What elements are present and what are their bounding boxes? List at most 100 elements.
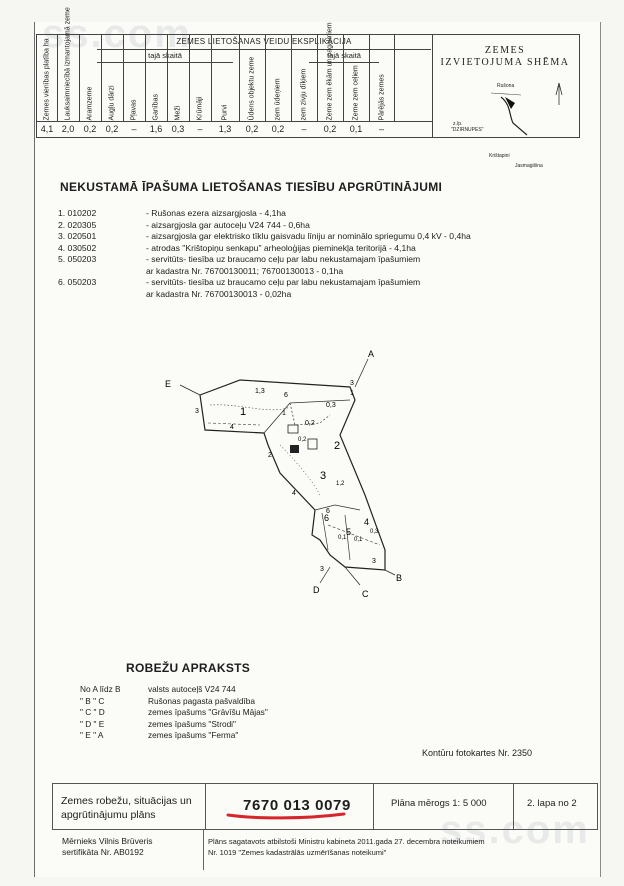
area-label: 6 (284, 392, 288, 399)
area-label: 0,3 (370, 529, 379, 535)
plan-description-line: Zemes robežu, situācijas un (61, 795, 192, 807)
divider (203, 830, 204, 870)
building-icon (290, 445, 299, 453)
explication-value: 0,2 (271, 124, 285, 134)
regulation-note: Plāns sagatavots atbilstoši Ministru kab… (208, 836, 538, 858)
restriction-item: 5. 050203- servitūts- tiesība uz braucam… (58, 254, 471, 266)
page-number: 2. lapa no 2 (527, 798, 577, 809)
building-icon (287, 424, 299, 434)
explication-value: – (197, 124, 203, 134)
area-label: 1,2 (336, 481, 345, 487)
explication-column: zem ūdeņiem (265, 35, 292, 121)
restriction-code: 1. 010202 (58, 208, 97, 218)
explication-column: Ūdens objektu zeme (239, 35, 266, 121)
explication-column-label: Pārējās zemes (378, 74, 385, 121)
scheme-label: z.īp. (453, 121, 463, 127)
explication-column: zem zivju dīķiem (291, 35, 318, 121)
restriction-text: - aizsargjosla gar elektrisko tīklu gais… (146, 231, 471, 241)
scheme-title: ZEMES (484, 45, 526, 56)
explication-column-label: Aramzeme (86, 86, 94, 121)
explication-column: Augļu dārzi (101, 35, 124, 121)
area-label: 4 (292, 490, 296, 497)
area-label: 1 (282, 410, 286, 417)
explication-column-label: Purvi (221, 104, 229, 121)
area-label: 3 (350, 380, 354, 387)
explication-column: Purvi (211, 35, 240, 121)
explication-column: Meži (167, 35, 190, 121)
area-label: 6 (326, 508, 330, 515)
restrictions-title: NEKUSTAMĀ ĪPAŠUMA LIETOŠANAS TIESĪBU APG… (60, 180, 443, 194)
restriction-code: 6. 050203 (58, 277, 97, 287)
restriction-continuation: ar kadastra Nr. 76700130011; 76700130013… (146, 265, 344, 276)
restriction-code: 5. 050203 (58, 254, 97, 264)
explication-value: 0,1 (349, 124, 363, 134)
restriction-item: 2. 020305 - aizsargjosla gar autoceļu V24… (58, 220, 471, 232)
area-label: 3 (372, 558, 376, 565)
explication-column-label: Lauksaimniecībā izmantojamā zeme (64, 7, 72, 121)
restriction-item: 4. 030502- atrodas "Krištopiņu senkapu" … (58, 243, 471, 255)
explication-column-label: zem ūdeņiem (274, 78, 282, 121)
explication-column: Zeme zem ēkām un pagalmiem (317, 22, 344, 121)
boundary-neighbor: zemes īpašums "Ferma" (148, 730, 239, 740)
explication-value: 0,3 (171, 124, 185, 134)
area-label: 0,2 (298, 437, 307, 443)
explication-subheader: tajā skaitā (97, 50, 233, 63)
boundary-row: " D " E zemes īpašums "Strodi" (80, 719, 268, 731)
boundary-segment: No A līdz B (80, 684, 121, 694)
explication-column: Aramzeme (79, 35, 102, 121)
restriction-text: - servitūts- tiesība uz braucamo ceļu pa… (146, 277, 421, 287)
scheme-label: "DZIRNUPES" (451, 127, 484, 133)
surveyor-name: Mērnieks Vilnis Brūveris (62, 836, 153, 846)
area-number: 6 (324, 513, 329, 523)
cadastral-number: 7670 013 0079 (243, 797, 351, 814)
boundary-title: ROBEŽU APRAKSTS (126, 661, 251, 675)
restriction-code: 2. 020305 (58, 219, 97, 230)
explication-column: Krūmāji (189, 35, 212, 121)
explication-column-label: Zeme zem ēkām un pagalmiem (326, 22, 334, 121)
boundary-point: C (362, 589, 369, 599)
certificate-number: sertifikāta Nr. AB0192 (62, 847, 144, 857)
restriction-text: - aizsargjosla gar autoceļu V24 744 - 0,… (146, 219, 310, 230)
surveyor-signature-block: Mērnieks Vilnis Brūveris sertifikāta Nr.… (62, 836, 153, 858)
photo-map-number: Kontūru fotokartes Nr. 2350 (422, 748, 533, 758)
boundary-segment: " C " D (80, 707, 105, 717)
area-number: 5 (346, 527, 351, 537)
explication-value: 2,0 (61, 124, 75, 134)
boundary-segment: " D " E (80, 718, 105, 729)
document-sheet (34, 22, 601, 877)
explication-column-label: Meži (174, 105, 182, 121)
explication-column: Pārējās zemes (369, 35, 395, 121)
area-label: 3 (195, 408, 199, 415)
area-label: 2 (268, 452, 272, 459)
restriction-text: - Rušonas ezera aizsargjosla - 4,1ha (146, 208, 286, 218)
scheme-label: Jasmagišina (515, 163, 543, 169)
explication-column: Lauksaimniecībā izmantojamā zeme (57, 7, 80, 121)
explication-column-label: Krūmāji (196, 96, 204, 121)
explication-value: – (301, 124, 307, 134)
boundary-segment: " E " A (80, 730, 104, 740)
scheme-label: Krištapini (489, 153, 510, 159)
boundary-point: A (368, 349, 374, 359)
explication-column: Pļavas (123, 35, 146, 121)
boundary-neighbor: zemes īpašums "Strodi" (148, 718, 236, 729)
area-label: 4 (230, 424, 234, 431)
plan-scale: Plāna mērogs 1: 5 000 (391, 798, 487, 809)
footer-table: Zemes robežu, situācijas un apgrūtinājum… (52, 783, 598, 830)
area-number: 2 (334, 440, 340, 452)
restriction-code: 3. 020501 (58, 231, 97, 241)
explication-value: 1,6 (149, 124, 163, 134)
explication-column-label: Zeme zem ceļiem (352, 65, 360, 121)
boundary-row: " E " A zemes īpašums "Ferma" (80, 730, 268, 742)
explication-header: ZEMES LIETOŠANAS VEIDU EKSPLIKĀCIJA (97, 35, 431, 50)
scheme-label: Rušona (497, 83, 515, 89)
plan-description: Zemes robežu, situācijas un apgrūtinājum… (61, 794, 192, 822)
explication-value: – (378, 124, 384, 134)
explication-value: 4,1 (40, 124, 54, 134)
restriction-item: 6. 050203 - servitūts- tiesība uz braucam… (58, 277, 471, 289)
explication-value: – (131, 124, 137, 134)
boundary-neighbor: Rušonas pagasta pašvaldība (148, 695, 256, 706)
explication-subheader: tajā skaitā (309, 50, 379, 63)
boundary-neighbor: valsts autoceļš V24 744 (148, 684, 236, 694)
area-number: 4 (364, 517, 369, 527)
